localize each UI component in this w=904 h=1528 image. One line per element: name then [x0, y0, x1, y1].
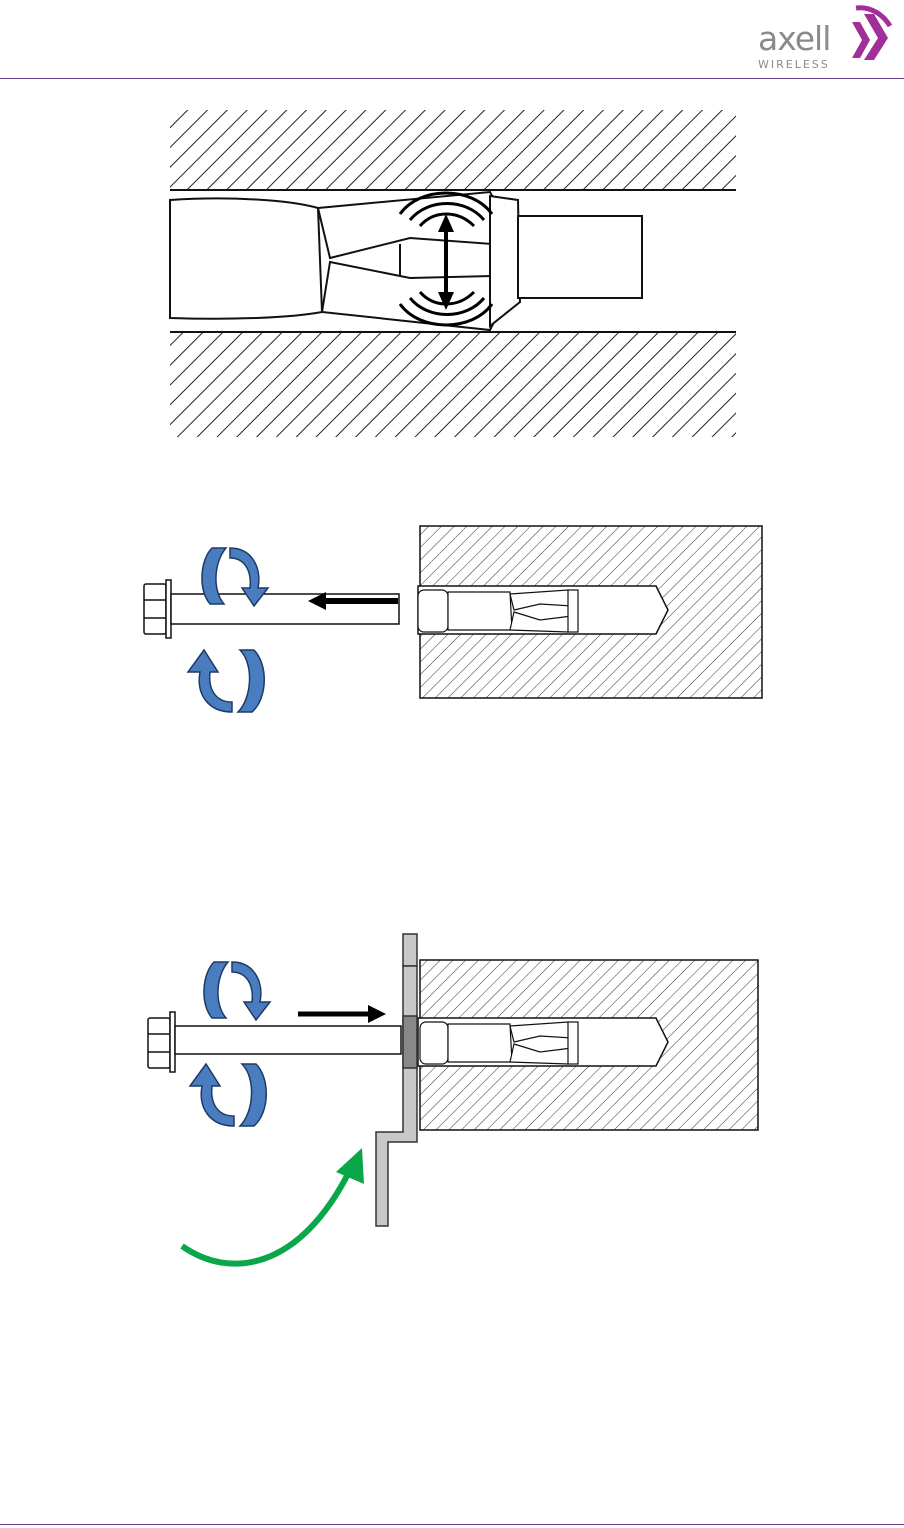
push-arrow — [298, 1005, 386, 1023]
hatched-wall-bottom — [170, 332, 736, 437]
figure-bracket-mounting — [148, 934, 758, 1264]
hex-bolt — [144, 580, 399, 638]
mounting-bracket — [376, 934, 417, 1226]
hatched-wall-top — [170, 110, 736, 190]
green-curved-arrow — [182, 1148, 364, 1264]
hex-bolt — [148, 1012, 401, 1072]
figure-anchor-expansion — [170, 110, 736, 437]
figure-bolt-insertion — [144, 526, 762, 712]
footer-rule — [0, 1524, 904, 1525]
rotation-arrow-top — [204, 962, 270, 1020]
rotation-arrow-bottom — [190, 1064, 266, 1126]
rotation-arrow-bottom — [188, 650, 264, 712]
expansion-arrow — [438, 214, 454, 310]
